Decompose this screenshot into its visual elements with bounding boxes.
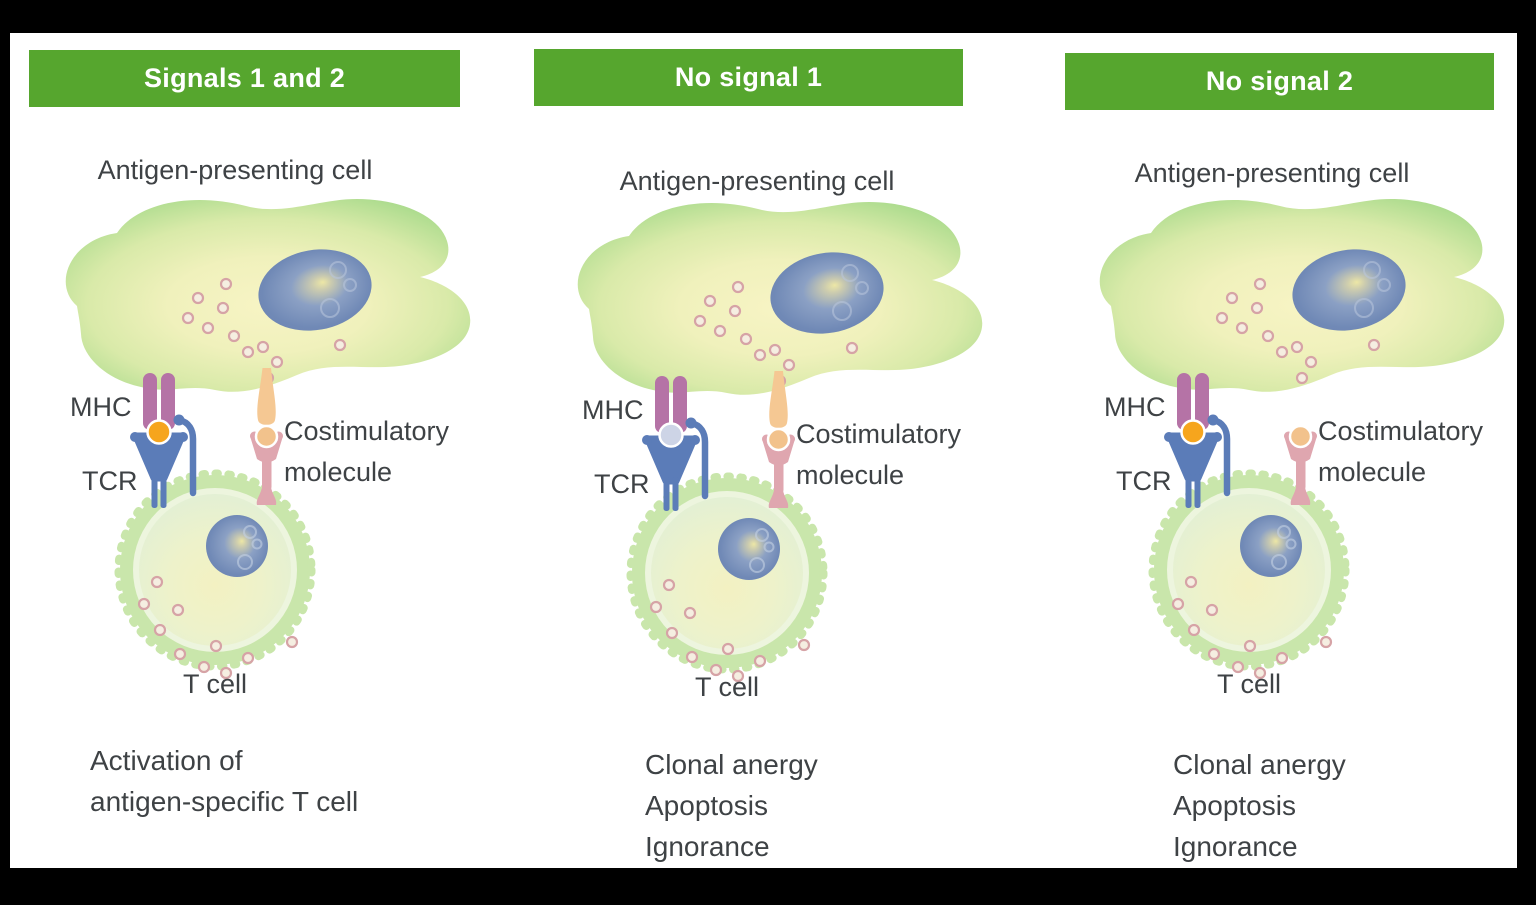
costimulatory-label-line2: molecule bbox=[796, 460, 904, 490]
t-cell-label: T cell bbox=[1217, 669, 1281, 699]
costimulatory-label-line1: Costimulatory bbox=[796, 419, 962, 449]
panel-1-diagram: MHC TCR Costimulatory molecule T cell bbox=[20, 190, 490, 699]
tcr-label: TCR bbox=[1116, 466, 1172, 496]
costimulatory-label-line2: molecule bbox=[1318, 457, 1426, 487]
costimulatory-label-line1: Costimulatory bbox=[1318, 416, 1484, 446]
costimulatory-label-line2: molecule bbox=[284, 457, 392, 487]
mhc-label: MHC bbox=[70, 392, 132, 422]
mhc-label: MHC bbox=[582, 395, 644, 425]
t-cell-label: T cell bbox=[695, 672, 759, 702]
panel-2-title-banner: No signal 1 bbox=[534, 49, 963, 106]
panel-3-title-banner: No signal 2 bbox=[1065, 53, 1494, 110]
tcr-label: TCR bbox=[82, 466, 138, 496]
diagram-canvas: Signals 1 and 2 Antigen-presenting cell … bbox=[10, 33, 1517, 868]
panel-3-diagram: MHC TCR Costimulatory molecule T cell bbox=[1054, 190, 1524, 699]
panel-2-outcome-text: Clonal anergy Apoptosis Ignorance bbox=[645, 749, 818, 862]
panel-2-diagram: MHC TCR Costimulatory molecule T cell bbox=[532, 193, 1002, 702]
panel-3-apc-label: Antigen-presenting cell bbox=[1134, 158, 1410, 188]
panel-1-apc-label: Antigen-presenting cell bbox=[97, 155, 373, 185]
t-cell-label: T cell bbox=[183, 669, 247, 699]
mhc-label: MHC bbox=[1104, 392, 1166, 422]
costimulatory-label-line1: Costimulatory bbox=[284, 416, 450, 446]
panel-2-apc-label: Antigen-presenting cell bbox=[619, 166, 895, 196]
panel-1-outcome-text: Activation of antigen-specific T cell bbox=[90, 745, 359, 817]
tcr-label: TCR bbox=[594, 469, 650, 499]
panel-1-title-banner: Signals 1 and 2 bbox=[29, 50, 460, 107]
panel-3-outcome-text: Clonal anergy Apoptosis Ignorance bbox=[1173, 749, 1346, 862]
